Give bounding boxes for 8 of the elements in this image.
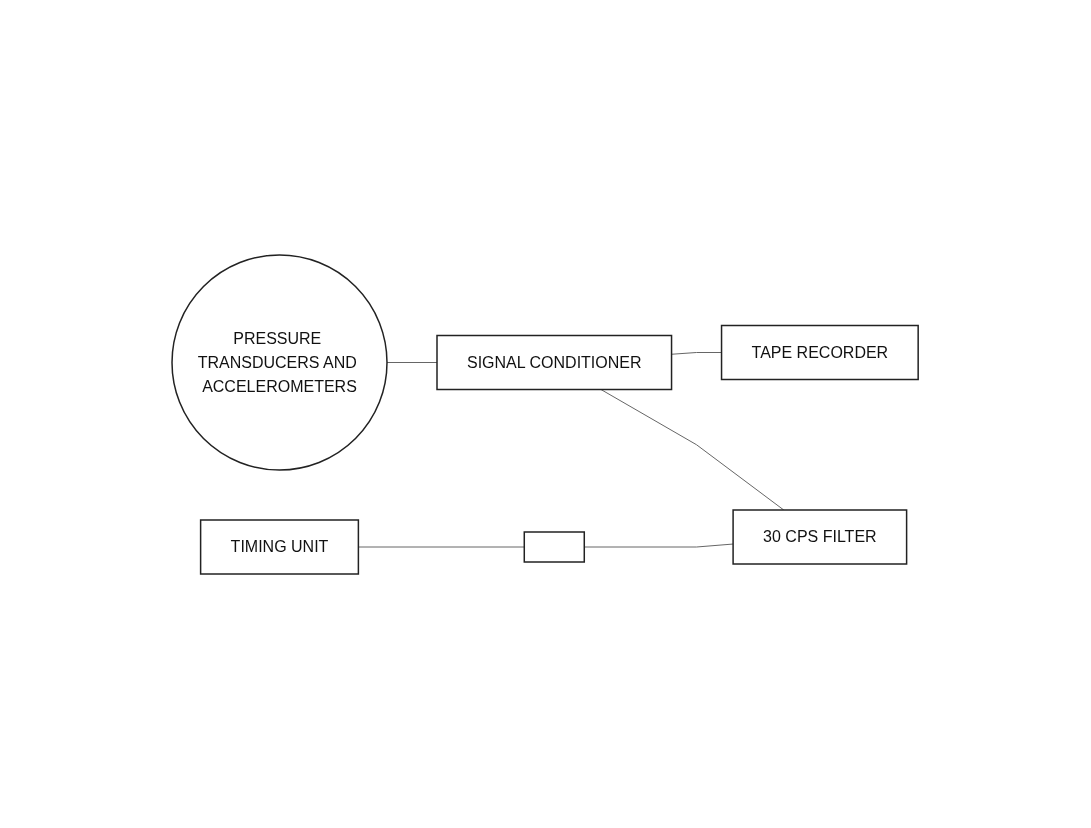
node-box: TIMING UNIT <box>200 518 360 575</box>
node-box: SIGNAL CONDITIONER <box>436 334 673 390</box>
node-box: 30 CPS FILTER <box>732 508 908 565</box>
node-circle: PRESSURE TRANSDUCERS AND ACCELEROMETERS <box>171 253 389 471</box>
connector <box>584 543 734 547</box>
connector <box>600 388 785 510</box>
node-box <box>523 530 586 563</box>
node-box: TAPE RECORDER <box>721 324 920 380</box>
